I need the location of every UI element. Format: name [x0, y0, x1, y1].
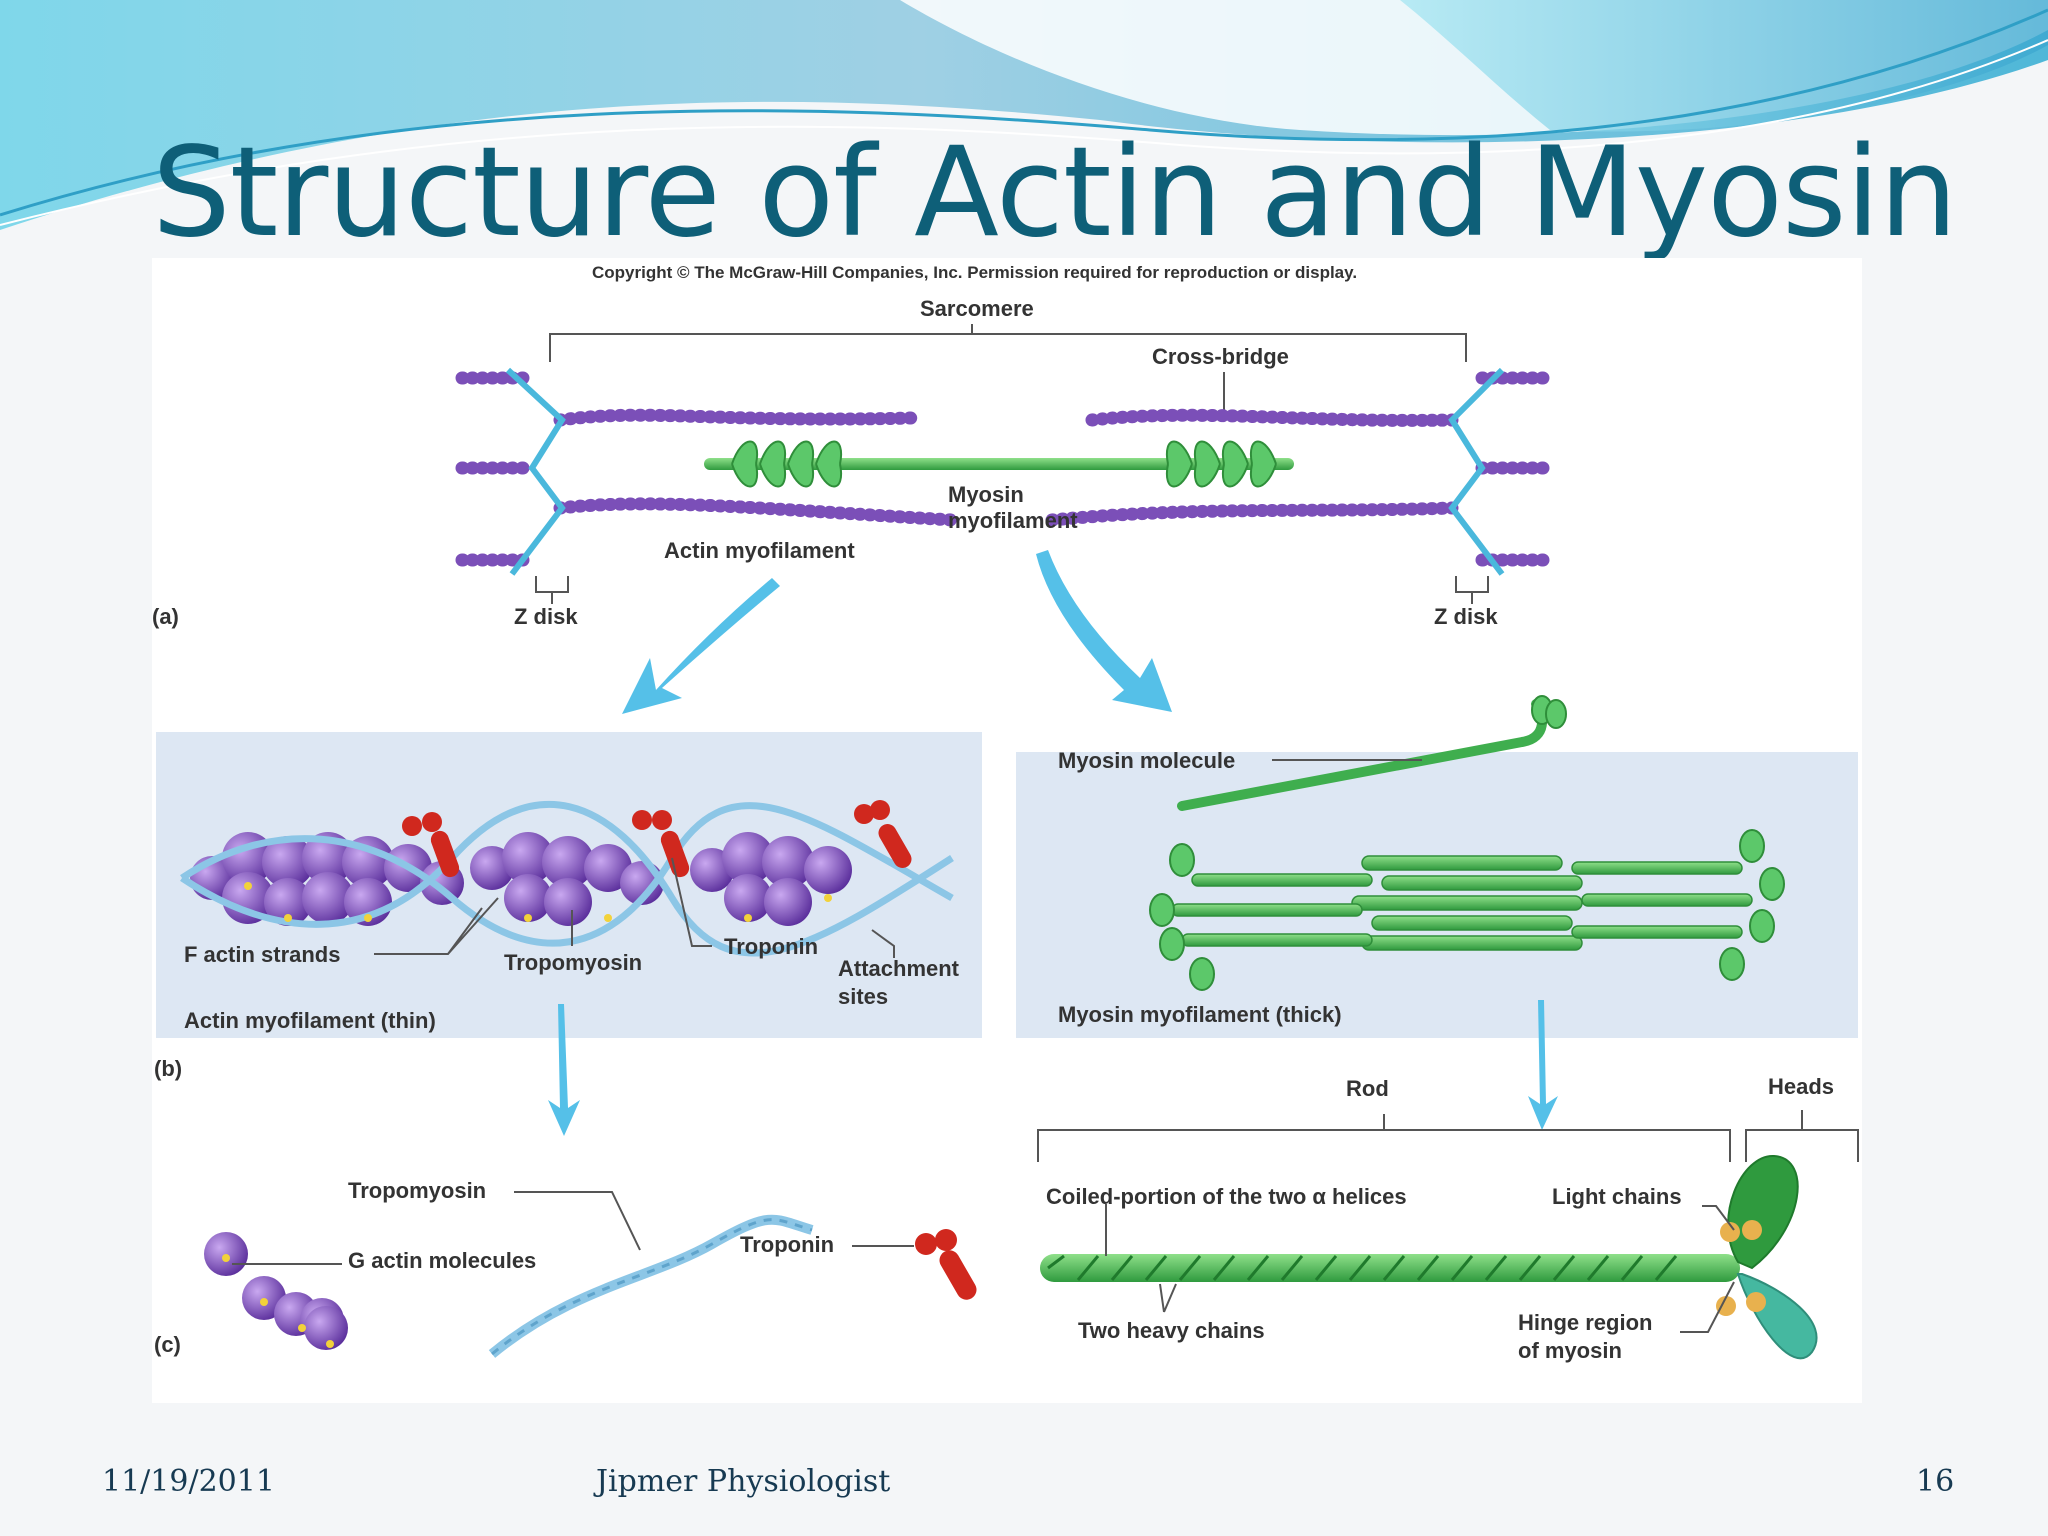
thick-filament-panel: Myosin molecule Myosin myofilament (thic… — [1016, 695, 1858, 1038]
molecular-detail-panel: Tropomyosin G actin molecules Troponin R… — [154, 1074, 1859, 1363]
attachment-sites-label-1: Attachment — [838, 956, 960, 981]
myosin-bundle-heads — [1149, 829, 1785, 991]
light-chains-label: Light chains — [1552, 1184, 1682, 1209]
sarcomere-label: Sarcomere — [920, 296, 1034, 321]
attachment-sites — [244, 882, 832, 922]
myosin-molecule-label: Myosin molecule — [1058, 748, 1235, 773]
myosin-thick-filament — [704, 458, 1294, 470]
slide-title: Structure of Actin and Myosin — [152, 121, 1958, 265]
myosin-heads-left — [731, 440, 843, 488]
header-wave-decoration — [0, 0, 2048, 230]
troponin-complex-c — [915, 1229, 977, 1300]
actin-thin-label: Actin myofilament (thin) — [184, 1008, 436, 1033]
footer-date: 11/19/2011 — [102, 1464, 275, 1499]
attachment-sites-label-2: sites — [838, 984, 888, 1009]
footer-author: Jipmer Physiologist — [596, 1464, 891, 1499]
panel-a-tag: (a) — [152, 604, 179, 629]
f-actin-strands-label: F actin strands — [184, 942, 340, 967]
arrows-a-to-b — [622, 550, 1172, 714]
panel-c-tag: (c) — [154, 1332, 181, 1357]
two-heavy-chains-label: Two heavy chains — [1078, 1318, 1265, 1343]
myosin-myofilament-label-1: Myosin — [948, 482, 1024, 507]
hinge-region-label-2: of myosin — [1518, 1338, 1622, 1363]
arrows-b-to-c — [548, 1000, 1558, 1136]
tropomyosin-strands — [180, 801, 954, 957]
cross-bridge-label: Cross-bridge — [1152, 344, 1289, 369]
myosin-heads-right — [1165, 440, 1277, 488]
myosin-thick-label: Myosin myofilament (thick) — [1058, 1002, 1342, 1027]
tropomyosin-label-b: Tropomyosin — [504, 950, 642, 975]
hinge-region-label-1: Hinge region — [1518, 1310, 1652, 1335]
z-disk-left-label: Z disk — [514, 604, 578, 629]
myosin-rod — [1040, 1254, 1740, 1282]
z-disk-right-label: Z disk — [1434, 604, 1498, 629]
coiled-portion-label: Coiled-portion of the two α helices — [1046, 1184, 1407, 1209]
copyright-note: Copyright © The McGraw-Hill Companies, I… — [592, 263, 1357, 282]
z-disk-left — [505, 367, 566, 576]
actin-myosin-figure: Copyright © The McGraw-Hill Companies, I… — [152, 258, 1862, 1403]
troponin-label-c: Troponin — [740, 1232, 834, 1257]
troponin-label-b: Troponin — [724, 934, 818, 959]
myosin-heads-c — [1716, 1154, 1818, 1360]
f-actin-beads — [190, 832, 852, 926]
heads-label: Heads — [1768, 1074, 1834, 1099]
z-disk-right — [1448, 367, 1505, 576]
heads-bracket — [1745, 1110, 1859, 1162]
g-actin-molecules-label: G actin molecules — [348, 1248, 536, 1273]
tropomyosin-label-c: Tropomyosin — [348, 1178, 486, 1203]
g-actin-beads — [204, 1232, 348, 1350]
footer-page-number: 16 — [1916, 1464, 1955, 1499]
actin-thin-filaments — [455, 371, 1559, 567]
sarcomere-diagram: Sarcomere Cross-bridge — [152, 296, 1559, 629]
myosin-myofilament-label-2: myofilament — [948, 508, 1078, 533]
panel-b-tag: (b) — [154, 1056, 182, 1081]
actin-myofilament-label: Actin myofilament — [664, 538, 855, 563]
myosin-thick-bundle — [1171, 855, 1753, 951]
troponin-complexes — [402, 800, 912, 878]
sarcomere-bracket — [549, 324, 1467, 362]
thin-filament-panel: F actin strands Tropomyosin Troponin Att… — [156, 732, 982, 1038]
rod-label: Rod — [1346, 1076, 1389, 1101]
rod-bracket — [1037, 1114, 1731, 1162]
